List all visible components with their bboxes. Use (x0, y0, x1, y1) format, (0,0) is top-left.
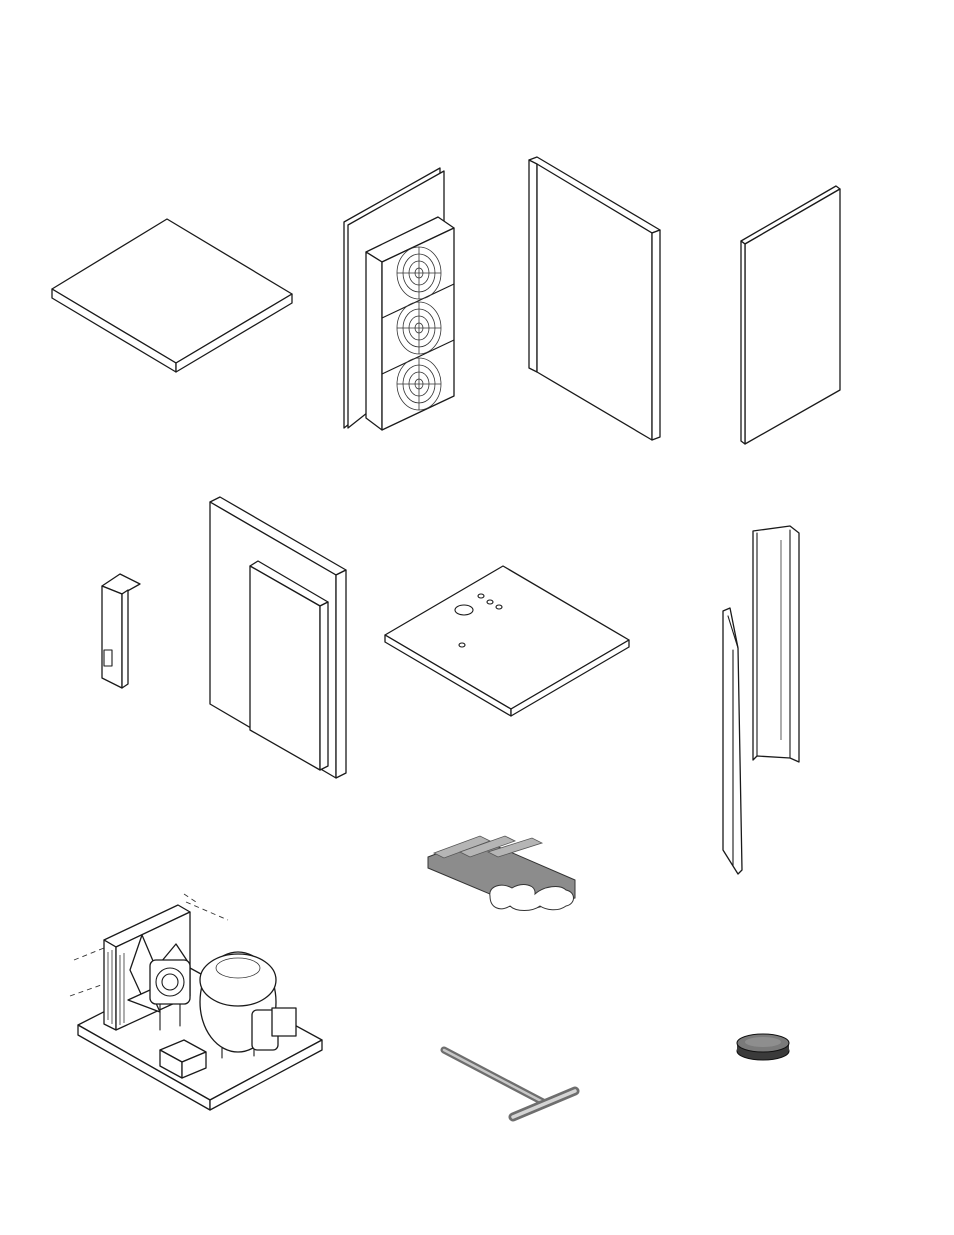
fan-grille-icon (397, 302, 441, 354)
compressor-unit-icon (70, 894, 322, 1110)
drilled-base-plate-icon (385, 566, 629, 716)
bracket-icon (102, 574, 140, 688)
corner-trim-icon (723, 526, 799, 874)
t-handle-key-icon (444, 1050, 575, 1117)
flat-vertical-panel-icon (741, 186, 840, 444)
disc-cap-icon (737, 1034, 789, 1060)
triple-fan-panel-icon (344, 168, 454, 430)
door-panel-icon (210, 497, 346, 778)
flat-panel-icon (52, 219, 292, 372)
fan-grille-icon (397, 247, 441, 299)
channel-panel-icon (529, 157, 660, 440)
gasket-profile-icon (428, 836, 575, 911)
fan-grille-icon (397, 358, 441, 410)
